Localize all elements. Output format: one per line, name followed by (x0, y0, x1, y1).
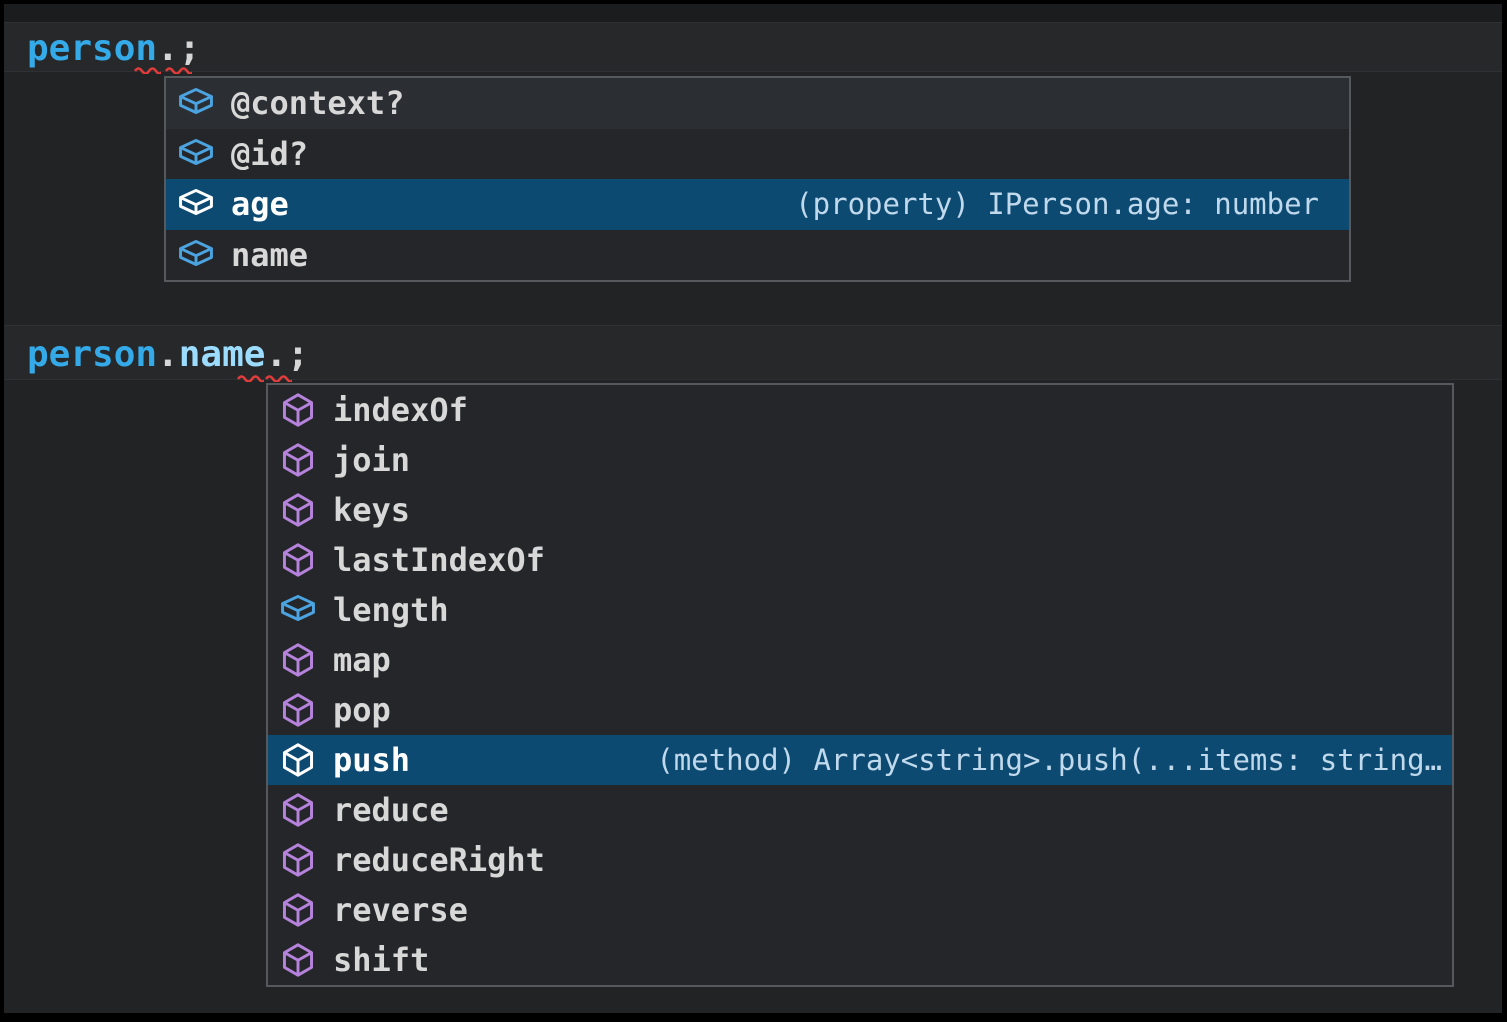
symbol-method-icon (278, 840, 318, 880)
suggest-item-id[interactable]: @id? (166, 129, 1349, 180)
symbol-method-icon (278, 790, 318, 830)
code-token-variable: person (27, 334, 158, 375)
suggest-item-reverse[interactable]: reverse (268, 885, 1452, 935)
code-line-1[interactable]: person.; (27, 29, 200, 69)
suggest-item-detail: (property) IPerson.age: number (795, 187, 1319, 222)
suggest-item-map[interactable]: map (268, 635, 1452, 685)
error-squiggle-icon (165, 67, 192, 74)
code-line-2[interactable]: person.name.; (27, 335, 309, 375)
suggest-item-label: pop (333, 691, 391, 729)
symbol-method-icon (278, 890, 318, 930)
suggest-item-label: @id? (231, 134, 309, 173)
code-token-semicolon: ; (287, 334, 309, 375)
code-editor[interactable]: person.; @context? @id? age (property) I… (4, 4, 1502, 1013)
suggest-item-length[interactable]: length (268, 585, 1452, 635)
symbol-method-icon (278, 390, 318, 430)
suggest-widget-2: indexOf join keys lastIndexOf length map (266, 383, 1454, 987)
symbol-field-icon (176, 184, 216, 224)
symbol-method-icon (278, 940, 318, 980)
editor-top-band (4, 4, 1502, 23)
suggest-item-label: keys (333, 491, 411, 529)
suggest-item-label: push (333, 741, 411, 779)
suggest-item-age-selected[interactable]: age (property) IPerson.age: number (166, 179, 1349, 230)
symbol-field-icon (278, 590, 318, 630)
suggest-item-context[interactable]: @context? (166, 78, 1349, 129)
symbol-method-icon (278, 690, 318, 730)
code-token-dot: . (157, 334, 179, 375)
symbol-field-icon (176, 235, 216, 275)
symbol-method-icon (278, 540, 318, 580)
error-squiggle-icon (265, 375, 292, 382)
suggest-item-label: join (333, 441, 411, 479)
suggest-item-label: lastIndexOf (333, 541, 545, 579)
symbol-method-icon (278, 740, 318, 780)
suggest-item-label: reduce (333, 791, 449, 829)
suggest-item-label: reduceRight (333, 841, 545, 879)
error-squiggle-icon (134, 67, 161, 74)
suggest-item-detail: (method) Array<string>.push(...items: st… (656, 743, 1442, 777)
suggest-item-label: indexOf (333, 391, 468, 429)
symbol-method-icon (278, 440, 318, 480)
symbol-field-icon (176, 134, 216, 174)
suggest-item-push-selected[interactable]: push (method) Array<string>.push(...item… (268, 735, 1452, 785)
code-token-dot: . (157, 28, 179, 69)
symbol-method-icon (278, 640, 318, 680)
code-token-property: name (178, 334, 266, 375)
symbol-method-icon (278, 490, 318, 530)
suggest-item-label: @context? (231, 84, 405, 123)
current-line-highlight-1 (4, 22, 1502, 72)
suggest-item-label: name (231, 235, 309, 274)
suggest-item-pop[interactable]: pop (268, 685, 1452, 735)
suggest-item-label: map (333, 641, 391, 679)
code-token-semicolon: ; (178, 28, 201, 69)
error-squiggle-icon (237, 375, 264, 382)
suggest-item-label: shift (333, 941, 430, 979)
suggest-item-keys[interactable]: keys (268, 485, 1452, 535)
suggest-widget-1: @context? @id? age (property) IPerson.ag… (164, 76, 1351, 282)
suggest-item-name[interactable]: name (166, 230, 1349, 281)
suggest-item-indexof[interactable]: indexOf (268, 385, 1452, 435)
code-token-dot: . (265, 334, 288, 375)
symbol-field-icon (176, 83, 216, 123)
suggest-item-reduceright[interactable]: reduceRight (268, 835, 1452, 885)
suggest-item-reduce[interactable]: reduce (268, 785, 1452, 835)
suggest-item-label: age (231, 185, 289, 224)
suggest-item-join[interactable]: join (268, 435, 1452, 485)
suggest-item-lastindexof[interactable]: lastIndexOf (268, 535, 1452, 585)
current-line-highlight-2 (4, 325, 1502, 380)
suggest-item-shift[interactable]: shift (268, 935, 1452, 985)
suggest-item-label: reverse (333, 891, 468, 929)
code-token-variable: person (27, 28, 158, 69)
suggest-item-label: length (333, 591, 449, 629)
